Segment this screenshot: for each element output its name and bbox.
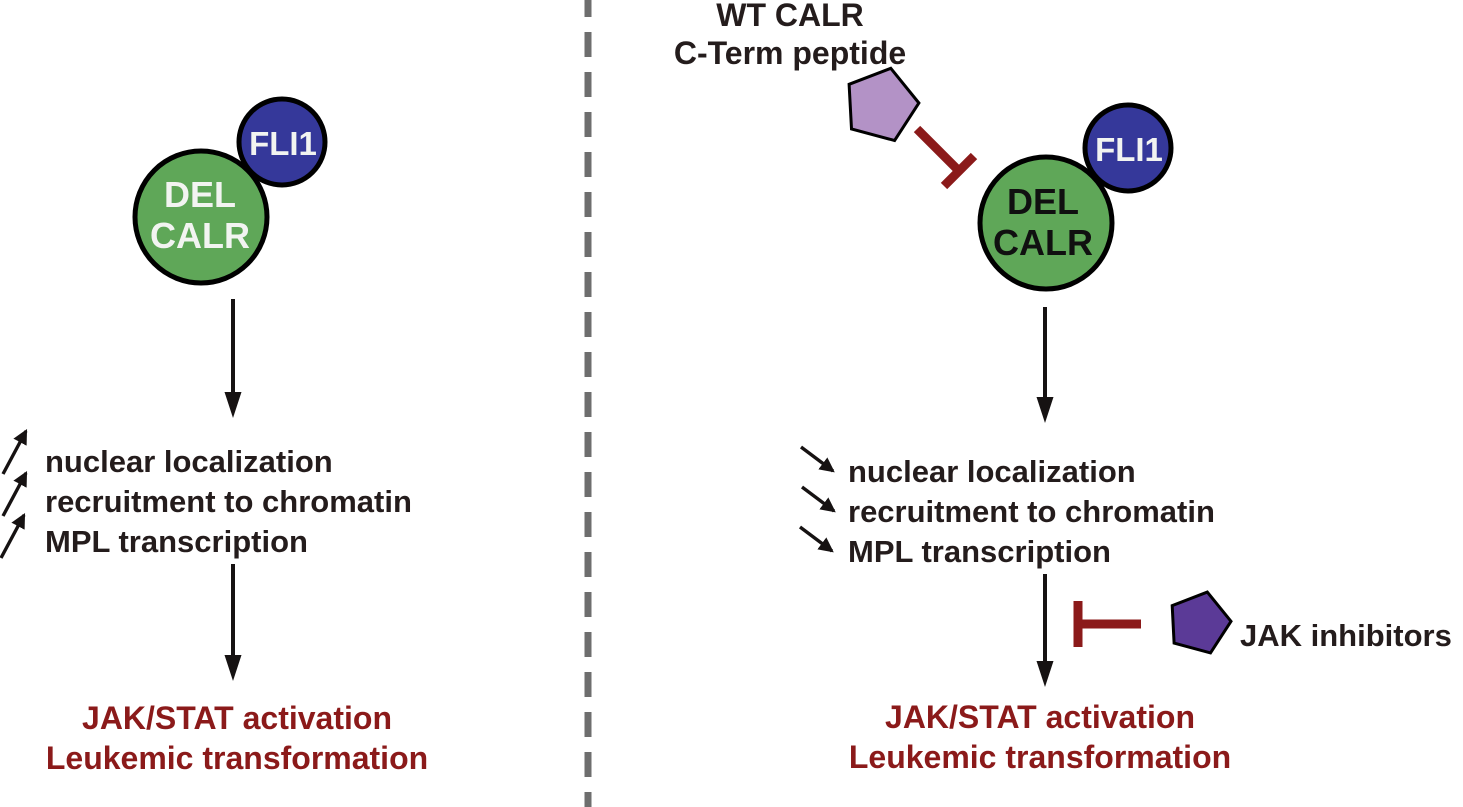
del-label: DEL [164,174,236,215]
decrease-arrow-icon [798,525,834,553]
increase-arrow-icon [1,471,28,517]
left-panel: DEL CALR FLI1 nuclear localization recru… [0,96,428,776]
down-arrow-head-icon [1036,397,1054,423]
calr-label: CALR [150,215,250,256]
outcome-label: JAK/STAT activation [885,699,1195,735]
decrease-arrow-icon [799,445,835,473]
peptide-pentagon-icon [847,66,921,143]
right-panel: WT CALR C-Term peptide DEL CALR FLI1 nuc… [674,0,1452,775]
inhibition-tbar-line-icon [913,125,963,175]
increase-arrow-icon [1,429,28,475]
fli1-circle [236,96,328,188]
decrease-arrow-icon [800,485,836,513]
outcome-label: Leukemic transformation [849,739,1231,775]
down-arrow-head-icon [1036,661,1054,687]
effect-label: recruitment to chromatin [848,494,1215,529]
effect-label: recruitment to chromatin [45,484,412,519]
fli1-label: FLI1 [249,125,317,162]
fli1-label: FLI1 [1095,131,1163,168]
down-arrow-head-icon [224,392,242,418]
increase-arrow-icon [0,513,26,559]
effect-label: nuclear localization [848,454,1136,489]
jak-inhibitors-label: JAK inhibitors [1240,618,1452,653]
down-arrow-head-icon [224,655,242,681]
del-calr-circle [132,148,270,286]
fli1-circle [1082,102,1174,194]
del-calr-circle [977,154,1115,292]
jak-inhibitors-pentagon-icon [1170,590,1233,655]
del-label: DEL [1007,181,1079,222]
outcome-label: Leukemic transformation [46,740,428,776]
effect-label: nuclear localization [45,444,333,479]
effect-label: MPL transcription [45,524,308,559]
peptide-title-line2: C-Term peptide [674,35,906,71]
outcome-label: JAK/STAT activation [82,700,392,736]
effect-label: MPL transcription [848,534,1111,569]
calr-label: CALR [993,222,1093,263]
inhibition-tbar-cap-icon [940,152,978,190]
peptide-title-line1: WT CALR [716,0,864,33]
